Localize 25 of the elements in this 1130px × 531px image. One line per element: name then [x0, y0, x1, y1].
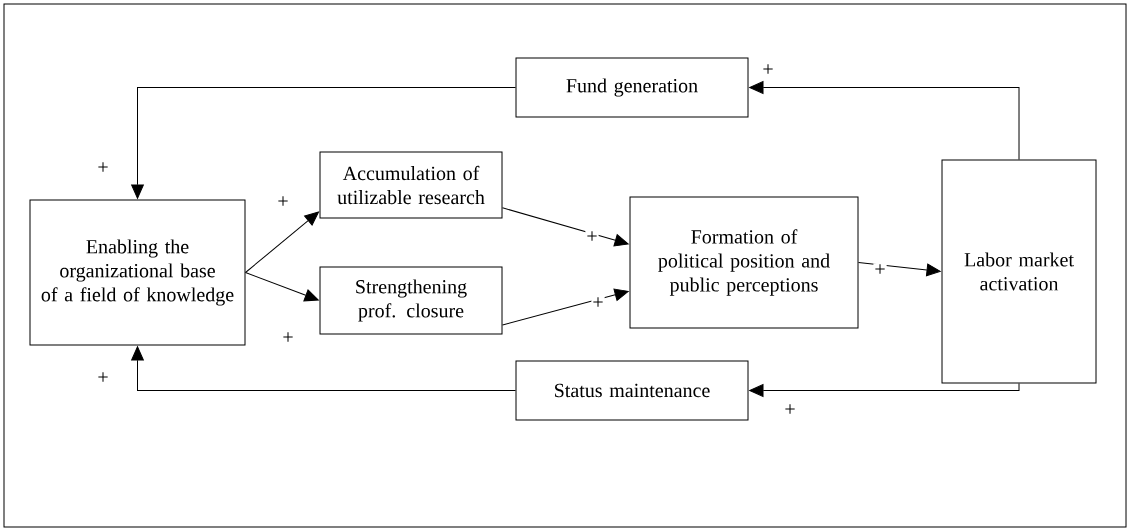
- edge-label: +: [96, 161, 110, 175]
- edge-label: +: [591, 296, 605, 310]
- process-box: Status maintenance: [515, 360, 749, 421]
- process-box: Accumulation of utilizable research: [319, 151, 503, 219]
- process-box: Fund generation: [515, 57, 749, 118]
- edge-label: +: [873, 263, 887, 277]
- process-box: Strengthening prof. closure: [319, 266, 503, 335]
- process-box: Enabling the organizational base of a field of knowledge: [29, 199, 246, 346]
- arrow: [502, 207, 629, 247]
- process-box: Formation of political position and public perceptions: [629, 196, 859, 329]
- process-box: Labor market activation: [941, 159, 1097, 384]
- connector-line: [749, 383, 1020, 397]
- connector-line: [131, 346, 516, 391]
- arrow: [245, 211, 320, 273]
- edge-label: +: [281, 331, 295, 345]
- arrow: [502, 288, 629, 326]
- arrow: [858, 262, 941, 277]
- edge-label: +: [585, 230, 599, 244]
- edge-label: +: [276, 195, 290, 209]
- connector-line: [749, 81, 1020, 160]
- connector-line: [131, 87, 516, 199]
- arrow: [245, 272, 319, 302]
- edge-label: +: [96, 371, 110, 385]
- edge-label: +: [761, 63, 775, 77]
- edge-label: +: [783, 403, 797, 417]
